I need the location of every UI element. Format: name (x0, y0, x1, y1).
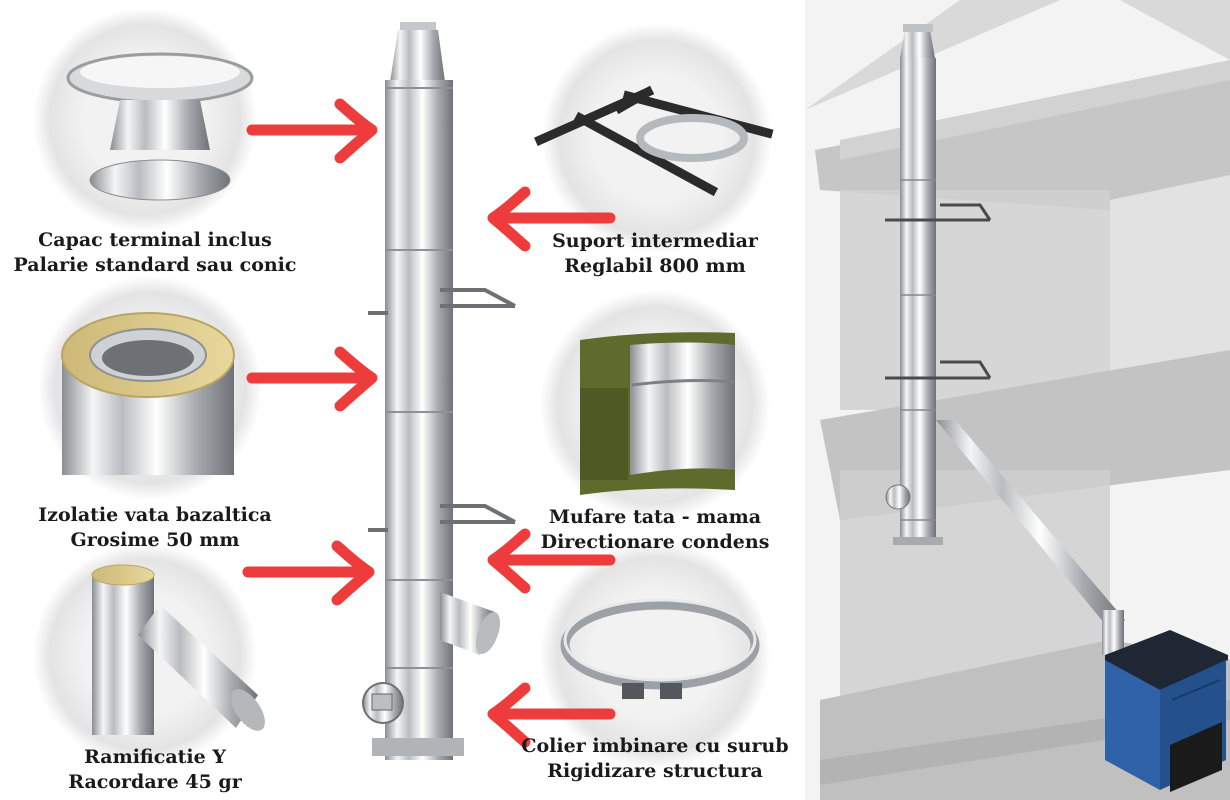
thumb-rain-cap (33, 8, 257, 232)
red-arrow-icon (487, 186, 616, 252)
red-arrow-icon (246, 98, 378, 164)
thumb-y-branch (33, 543, 265, 767)
chimney-stack (362, 22, 516, 760)
red-arrow-icon (242, 540, 375, 606)
red-arrow-icon (487, 528, 616, 594)
thumb-support (534, 23, 774, 253)
installation-scene (805, 0, 1230, 800)
red-arrow-icon (487, 682, 616, 748)
stove-icon (1105, 630, 1228, 792)
red-arrow-icon (246, 346, 378, 412)
thumb-socket-joint (540, 290, 770, 520)
thumb-insulation (38, 276, 262, 500)
chimney-pipe-icon (885, 24, 1125, 655)
